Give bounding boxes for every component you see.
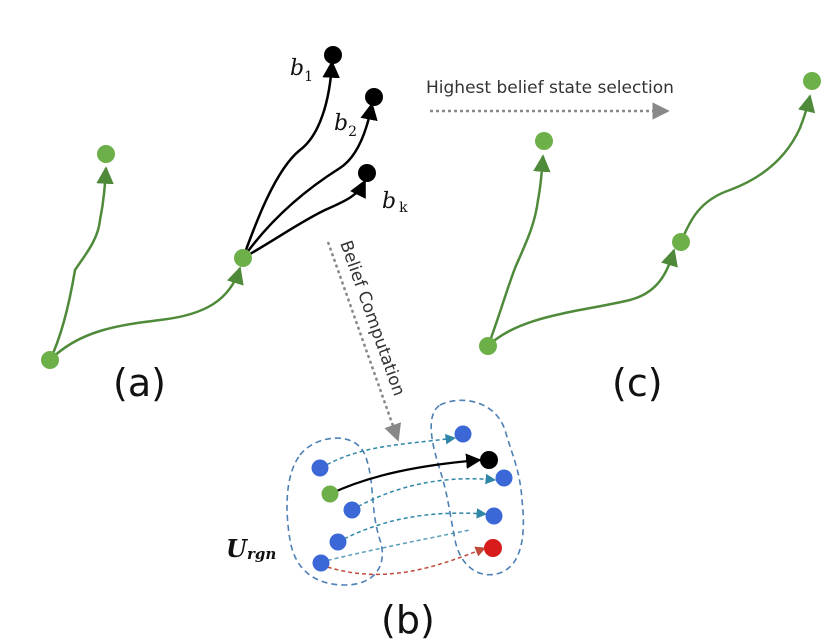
- belief-branch-b2: [241, 102, 378, 259]
- transition-blue-1: [320, 433, 457, 469]
- node-c-mid: [672, 233, 690, 251]
- region-label: Urgn: [226, 534, 276, 563]
- particle-left-3: [329, 533, 347, 551]
- panel-c: (c): [479, 72, 821, 405]
- belief-label-b1: b1: [290, 56, 313, 85]
- transition-red: [320, 546, 486, 576]
- node-a-top: [97, 145, 115, 163]
- node-c-top-left: [535, 132, 553, 150]
- particle-right-red: [484, 539, 502, 557]
- node-a-branch: [234, 249, 252, 267]
- region-left-outline: [286, 437, 384, 586]
- particle-left-4: [312, 554, 330, 572]
- selection-arrow-group: Highest belief state selection: [426, 78, 674, 120]
- belief-computation-caption: Belief Computation: [335, 238, 408, 399]
- path-a-branch-up: [48, 166, 114, 361]
- transition-blue-3: [337, 508, 488, 543]
- particle-right-black: [480, 451, 498, 469]
- path-c-to-top: [679, 94, 816, 243]
- transition-blue-4: [320, 529, 471, 563]
- belief-branch-bk: [242, 179, 367, 260]
- belief-computation-group: Belief Computation: [326, 238, 409, 442]
- belief-branch-b1: [241, 60, 340, 259]
- belief-computation-arrow: [326, 241, 401, 442]
- panel-label-b: (b): [381, 598, 435, 641]
- panel-b: Urgn (b): [226, 399, 525, 641]
- region-right-outline: [430, 399, 525, 576]
- particle-left-1: [311, 459, 329, 477]
- path-c-branch-up: [486, 154, 551, 347]
- belief-node-b1: [324, 46, 342, 64]
- particle-right-2: [495, 469, 513, 487]
- transition-black: [329, 453, 482, 495]
- transition-blue-2: [351, 473, 497, 511]
- particle-left-green: [321, 485, 339, 503]
- node-a-start: [41, 351, 59, 369]
- path-c-to-mid: [487, 248, 678, 347]
- particle-right-1: [454, 425, 472, 443]
- particle-right-3: [485, 507, 503, 525]
- path-a-branch-right: [49, 266, 244, 361]
- node-c-start: [479, 337, 497, 355]
- belief-node-b2: [365, 88, 383, 106]
- node-c-top-right: [803, 72, 821, 90]
- belief-label-b2: b2: [334, 111, 357, 140]
- panel-label-a: (a): [113, 361, 166, 405]
- belief-node-bk: [358, 164, 376, 182]
- particle-left-2: [343, 501, 361, 519]
- panel-label-c: (c): [612, 361, 663, 405]
- selection-caption: Highest belief state selection: [426, 78, 674, 98]
